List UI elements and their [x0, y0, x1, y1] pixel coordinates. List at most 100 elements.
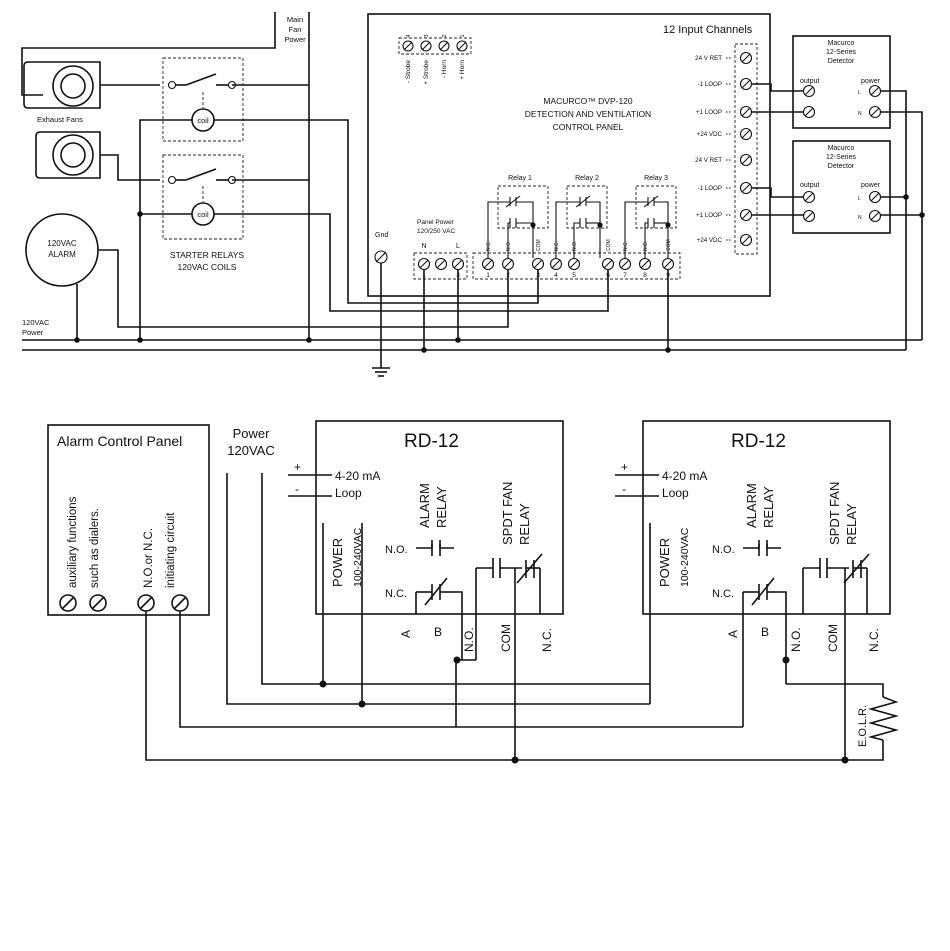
- detector-1-name-2: 12-Series: [826, 49, 856, 56]
- relay-terminal-1: [481, 257, 495, 271]
- rd12-1-alarm-2: RELAY: [434, 486, 449, 528]
- rd12-2-power: POWER: [657, 538, 672, 587]
- strobe-horn-label-3: - Horn: [441, 60, 448, 78]
- detector-2-power: power: [861, 182, 881, 189]
- rd12-1-loop-1: 4-20 mA: [335, 469, 380, 483]
- channel-label-3: +1 LOOP: [696, 109, 722, 116]
- relay-terminals: N.C.1N.O.2COM3N.C.4N.O.5COM6N.C.7N.O.8CO…: [481, 239, 675, 279]
- starter-relay-2: coil: [162, 154, 244, 240]
- exhaust-fan-2: [35, 131, 101, 179]
- channel-terminal-2: [739, 77, 753, 91]
- strobe-horn-label-1: - Strobe: [405, 60, 412, 84]
- main-fan-power-label-1: Main: [287, 15, 303, 24]
- detector-2-L: L: [858, 196, 861, 202]
- detector-1-name-1: Macurco: [828, 40, 855, 47]
- channel-label-1: 24 V RET: [695, 55, 722, 62]
- panel-power-term-N: N: [421, 243, 426, 250]
- detector-1: Macurco 12-Series Detector output power …: [792, 35, 891, 129]
- rd12-1-term-COM: COM: [499, 624, 513, 652]
- detector-1-output: output: [800, 78, 820, 85]
- rd12-2-term-A: A: [726, 630, 740, 638]
- relay-3-label: Relay 3: [644, 175, 668, 182]
- rd12-2-term-COM: COM: [826, 624, 840, 652]
- relay-term-label-5: N.O.: [572, 241, 578, 251]
- rd12-2-loop-1: 4-20 mA: [662, 469, 707, 483]
- rd12-2-alarm-1: ALARM: [744, 483, 759, 528]
- power-label-2: 120VAC: [227, 443, 274, 458]
- panel-name-3: CONTROL PANEL: [553, 122, 624, 132]
- rd12-1-power: POWER: [330, 538, 345, 587]
- rd12-1-no: N.O.: [385, 544, 408, 556]
- rd12-2-power-range: 100-240VAC: [679, 527, 691, 587]
- detector-1-name-3: Detector: [828, 58, 855, 65]
- detector-1-L: L: [858, 90, 861, 96]
- detector-2-name-2: 12-Series: [826, 154, 856, 161]
- channel-terminal-4: [739, 127, 753, 141]
- detector-2-name-3: Detector: [828, 163, 855, 170]
- rd12-1-fan-1: SPDT FAN: [500, 482, 515, 545]
- rd12-1-term-NO: N.O.: [462, 627, 476, 652]
- main-fan-power-label-2: Fan: [289, 25, 302, 34]
- acp-init-2: initiating circuit: [165, 512, 177, 588]
- relay-term-label-6: COM: [606, 239, 612, 251]
- relay-term-num-8: 8: [643, 272, 647, 279]
- relay-2-label: Relay 2: [575, 175, 599, 182]
- channel-terminal-1: [739, 51, 753, 65]
- ground-symbol: Gnd: [372, 232, 390, 377]
- dvp120-panel: 12 Input Channels MACURCO™ DVP-120 DETEC…: [367, 13, 771, 297]
- rd12-2-fan-2: RELAY: [844, 503, 859, 545]
- rd12-1-fan-2: RELAY: [517, 503, 532, 545]
- relay-term-label-8: N.O.: [643, 241, 649, 251]
- relay-term-num-5: 5: [572, 272, 576, 279]
- relay-terminal-8: [638, 257, 652, 271]
- channel-terminal-7: [739, 208, 753, 222]
- top-diagram: Main Fan Power Exhaust Fans coil: [21, 12, 925, 377]
- acp-title: Alarm Control Panel: [57, 433, 182, 449]
- detector-1-N: N: [858, 111, 862, 117]
- rd12-2-nc: N.C.: [712, 588, 734, 600]
- rd12-1-plus: +: [294, 460, 301, 474]
- channel-label-4: +24 VDC: [697, 131, 723, 138]
- relay-terminal-9: [661, 257, 675, 271]
- panel-title: 12 Input Channels: [663, 24, 753, 36]
- panel-power-label-2: 120/250 VAC: [417, 228, 455, 235]
- eolr-label: E.O.L.R.: [857, 705, 869, 747]
- rd12-module-1: RD-12 + - 4-20 mA Loop POWER 100-240VAC …: [288, 420, 564, 615]
- starter-relay-1: coil: [162, 57, 244, 142]
- gnd-label: Gnd: [375, 232, 388, 239]
- rd12-2-plus: +: [621, 460, 628, 474]
- eolr-resistor: E.O.L.R.: [857, 696, 899, 747]
- channel-terminal-8: [739, 233, 753, 247]
- strobe-horn-label-4: + Horn: [459, 60, 466, 80]
- main-fan-power-label-3: Power: [284, 35, 306, 44]
- alarm-120-label-2: ALARM: [48, 250, 76, 259]
- relay-term-num-7: 7: [623, 272, 627, 279]
- detector-2-N: N: [858, 215, 862, 221]
- strobe-horn-num-4: 1: [460, 34, 466, 37]
- panel-name-1: MACURCO™ DVP-120: [543, 96, 633, 106]
- strobe-horn-label-2: + Strobe: [423, 60, 430, 85]
- relay-term-label-1: N.C.: [486, 241, 492, 251]
- power-120-label-2: Power: [22, 328, 44, 337]
- channel-label-8: +24 VDC: [697, 237, 723, 244]
- rd12-2-term-NO: N.O.: [789, 627, 803, 652]
- relay-1-label: Relay 1: [508, 175, 532, 182]
- detector-2: Macurco 12-Series Detector output power …: [792, 140, 891, 234]
- relay-terminal-6: [601, 257, 615, 271]
- strobe-horn-num-3: 2: [442, 34, 448, 37]
- panel-name-2: DETECTION AND VENTILATION: [525, 109, 651, 119]
- relay-term-num-6: 6: [606, 272, 610, 279]
- rd12-2-term-NC: N.C.: [867, 628, 881, 652]
- rd12-2-loop-2: Loop: [662, 486, 689, 500]
- starter-relays-label-1: STARTER RELAYS: [170, 250, 244, 260]
- exhaust-fans-label: Exhaust Fans: [37, 115, 83, 124]
- relay-term-num-3: 3: [536, 272, 540, 279]
- relay-terminal-7: [618, 257, 632, 271]
- rd12-2-term-B: B: [761, 625, 769, 639]
- alarm-120-label-1: 120VAC: [47, 239, 76, 248]
- relay-terminal-2: [501, 257, 515, 271]
- detector-2-output: output: [800, 182, 820, 189]
- acp-aux-2: such as dialers.: [89, 508, 101, 588]
